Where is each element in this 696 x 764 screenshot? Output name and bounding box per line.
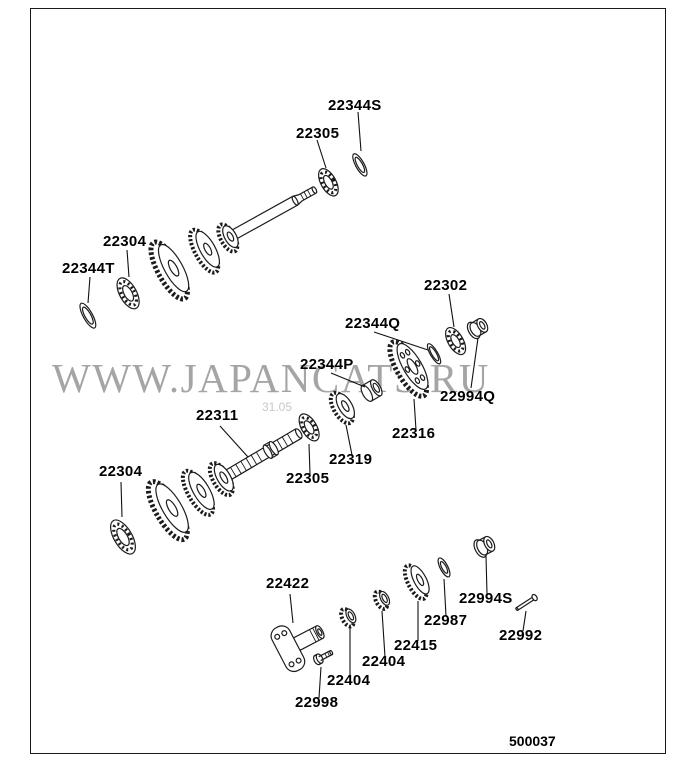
middle-shaft-assembly: [110, 317, 489, 555]
bearing-22305-upper: [317, 168, 339, 197]
spacer-22404-inner: [339, 607, 357, 629]
part-label-22319[interactable]: 22319: [329, 451, 373, 468]
middle-gear-large: [145, 479, 190, 543]
bearing-22304-middle: [110, 519, 136, 555]
pin-22992: [515, 593, 538, 611]
part-label-22987[interactable]: 22987: [424, 612, 468, 629]
nut-22994q: [466, 317, 489, 340]
upper-gear-mid: [188, 227, 221, 275]
gear-22316: [387, 339, 430, 399]
part-label-22422[interactable]: 22422: [266, 575, 310, 592]
part-label-22415[interactable]: 22415: [394, 637, 438, 654]
bearing-22302: [445, 327, 467, 356]
part-label-22316[interactable]: 22316: [392, 425, 436, 442]
shaft-22311: [225, 428, 303, 481]
diagram-number: 500037: [509, 733, 556, 749]
part-label-22311[interactable]: 22311: [196, 407, 239, 424]
part-label-22344t[interactable]: 22344T: [62, 260, 115, 277]
part-label-22404-inner[interactable]: 22404: [327, 672, 371, 689]
flange-22422: [270, 625, 325, 673]
upper-shaft: [229, 186, 318, 241]
page-border: [30, 8, 666, 754]
part-label-22304-upper[interactable]: 22304: [103, 233, 147, 250]
part-label-22344q[interactable]: 22344Q: [345, 315, 401, 332]
gear-22319: [328, 390, 356, 426]
gear-22415: [402, 563, 430, 601]
snap-ring-22344s: [352, 153, 368, 177]
bearing-22304-upper: [116, 277, 140, 310]
sleeve-22344p: [360, 379, 383, 402]
ring-22344t: [79, 302, 97, 329]
part-label-22994q[interactable]: 22994Q: [440, 388, 496, 405]
part-label-22994s[interactable]: 22994S: [459, 590, 513, 607]
spacer-22404-outer: [372, 589, 391, 611]
part-label-22344s[interactable]: 22344S: [328, 97, 382, 114]
part-label-22302[interactable]: 22302: [424, 277, 468, 294]
leader-lines: [87, 111, 527, 699]
part-label-22305-middle[interactable]: 22305: [286, 470, 330, 487]
lower-gear-assembly: [270, 535, 496, 673]
upper-gear-large: [148, 239, 190, 302]
part-label-22344p[interactable]: 22344P: [300, 356, 354, 373]
part-label-22992[interactable]: 22992: [499, 627, 543, 644]
part-label-22404-outer[interactable]: 22404: [362, 653, 406, 670]
watermark-date: 31.05: [262, 400, 293, 414]
bolt-22998: [313, 649, 334, 666]
middle-gear-mid: [180, 468, 216, 517]
nut-22994s: [473, 535, 496, 558]
part-label-22304-middle[interactable]: 22304: [99, 463, 143, 480]
upper-shaft-assembly: [79, 153, 368, 329]
part-label-22305-upper[interactable]: 22305: [296, 125, 340, 142]
middle-gear-small: [207, 461, 235, 498]
upper-gear-small: [216, 222, 240, 254]
bearing-22305-middle: [298, 413, 320, 442]
snap-ring-22344q: [426, 343, 442, 365]
part-label-22998[interactable]: 22998: [295, 694, 339, 711]
washer-22987: [437, 557, 451, 578]
